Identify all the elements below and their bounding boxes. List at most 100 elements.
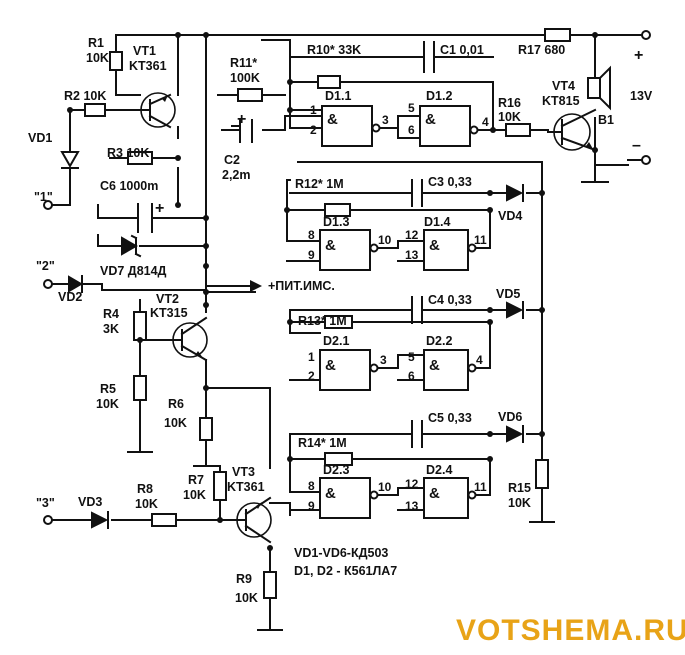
r16-resistor xyxy=(505,123,531,137)
input-3-label: "3" xyxy=(36,496,55,510)
d23-gate xyxy=(319,477,371,519)
d24-and-symbol: & xyxy=(429,485,440,502)
r3-label: R3 10K xyxy=(107,146,149,160)
c5-label: C5 0,33 xyxy=(428,411,472,425)
r10-resistor xyxy=(317,75,341,89)
r7-resistor xyxy=(213,471,227,501)
r15-label: R15 xyxy=(508,481,531,495)
vd7-zener xyxy=(121,234,142,258)
watermark: VOTSHEMA.RU xyxy=(456,614,685,647)
r11-value: 100K xyxy=(230,71,260,85)
d13-label: D1.3 xyxy=(323,215,349,229)
r9-resistor xyxy=(263,571,277,599)
c4-capacitor xyxy=(411,296,423,324)
c3-capacitor xyxy=(411,179,423,207)
d11-label: D1.1 xyxy=(325,89,351,103)
d22-pin-out: 4 xyxy=(476,353,483,367)
c6-label: C6 1000m xyxy=(100,179,158,193)
d13-pin-in1: 8 xyxy=(308,228,315,242)
resistors xyxy=(84,28,571,599)
r3-resistor xyxy=(127,151,153,165)
terminals xyxy=(43,30,651,525)
input-1-label: "1" xyxy=(34,190,53,204)
d21-pin-out: 3 xyxy=(380,353,387,367)
c4-label: C4 0,33 xyxy=(428,293,472,307)
d14-pin-in1: 12 xyxy=(405,228,419,242)
r1-resistor xyxy=(109,51,123,71)
vd3-diode xyxy=(91,511,109,529)
r8-resistor xyxy=(151,513,177,527)
c2-value: 2,2m xyxy=(222,168,251,182)
d12-pin-in2: 6 xyxy=(408,123,415,137)
r5-label: R5 xyxy=(100,382,116,396)
vt2-label: VT2 xyxy=(156,292,179,306)
r14-resistor xyxy=(324,452,353,466)
r10-label: R10* 33K xyxy=(307,43,361,57)
minus-terminal xyxy=(641,155,651,165)
d21-pin-in1: 1 xyxy=(308,350,315,364)
vd7-label: VD7 Д814Д xyxy=(100,264,167,278)
r5-value: 10K xyxy=(96,397,119,411)
d23-and-symbol: & xyxy=(325,485,336,502)
r4-value: 3K xyxy=(103,322,119,336)
vd4-diode xyxy=(506,184,524,202)
d13-and-symbol: & xyxy=(325,237,336,254)
junction-dots xyxy=(67,32,598,551)
transistors xyxy=(139,92,597,544)
c2-plus-mark: + xyxy=(237,111,246,128)
vt2-transistor xyxy=(169,316,208,362)
ground-bars xyxy=(127,451,283,631)
plus-label: + xyxy=(634,47,643,64)
d13-pin-out: 10 xyxy=(378,233,392,247)
r7-value: 10K xyxy=(183,488,206,502)
r4-label: R4 xyxy=(103,307,119,321)
r13-label: R13* 1M xyxy=(298,314,347,328)
d21-pin-in2: 2 xyxy=(308,369,315,383)
vt4-label: VT4 xyxy=(552,79,575,93)
vd2-diode xyxy=(68,275,83,293)
c6-capacitor xyxy=(137,203,153,233)
d22-pin-in2: 6 xyxy=(408,369,415,383)
d21-label: D2.1 xyxy=(323,334,349,348)
c1-capacitor xyxy=(423,41,435,73)
r14-label: R14* 1M xyxy=(298,436,347,450)
c1-label: C1 0,01 xyxy=(440,43,484,57)
d11-pin-in1: 1 xyxy=(310,103,317,117)
vt3-transistor xyxy=(219,496,272,544)
vd2-label: VD2 xyxy=(58,290,82,304)
r4-resistor xyxy=(133,311,147,341)
vd3-label: VD3 xyxy=(78,495,102,509)
d23-label: D2.3 xyxy=(323,463,349,477)
vt4-transistor xyxy=(547,108,597,152)
b1-speaker xyxy=(587,65,611,111)
d11-gate xyxy=(321,105,373,147)
supply-label: 13V xyxy=(630,89,653,103)
d12-pin-out: 4 xyxy=(482,115,489,129)
r15-resistor xyxy=(535,459,549,489)
d21-and-symbol: & xyxy=(325,357,336,374)
c2-capacitor xyxy=(231,119,253,143)
r9-label: R9 xyxy=(236,572,252,586)
d22-gate xyxy=(423,349,469,391)
plus-terminal xyxy=(641,30,651,40)
ic-note: D1, D2 - К561ЛА7 xyxy=(294,564,397,578)
r11-label: R11* xyxy=(230,56,257,70)
minus-label: – xyxy=(632,137,641,154)
pit-label: +ПИТ.ИМС. xyxy=(268,279,335,293)
r1-label: R1 xyxy=(88,36,104,50)
d11-and-symbol: & xyxy=(327,111,338,128)
r11-resistor xyxy=(237,88,263,102)
vd6-label: VD6 xyxy=(498,410,522,424)
vt3-label: VT3 xyxy=(232,465,255,479)
d14-and-symbol: & xyxy=(429,237,440,254)
r6-value: 10K xyxy=(164,416,187,430)
capacitors: + + xyxy=(137,41,435,448)
d13-pin-in2: 9 xyxy=(308,248,315,262)
input-2-terminal xyxy=(43,279,53,289)
r9-value: 10K xyxy=(235,591,258,605)
d24-pin-in2: 13 xyxy=(405,499,419,513)
d14-label: D1.4 xyxy=(424,215,450,229)
d24-label: D2.4 xyxy=(426,463,452,477)
d23-pin-in1: 8 xyxy=(308,479,315,493)
r2-resistor xyxy=(84,103,106,117)
